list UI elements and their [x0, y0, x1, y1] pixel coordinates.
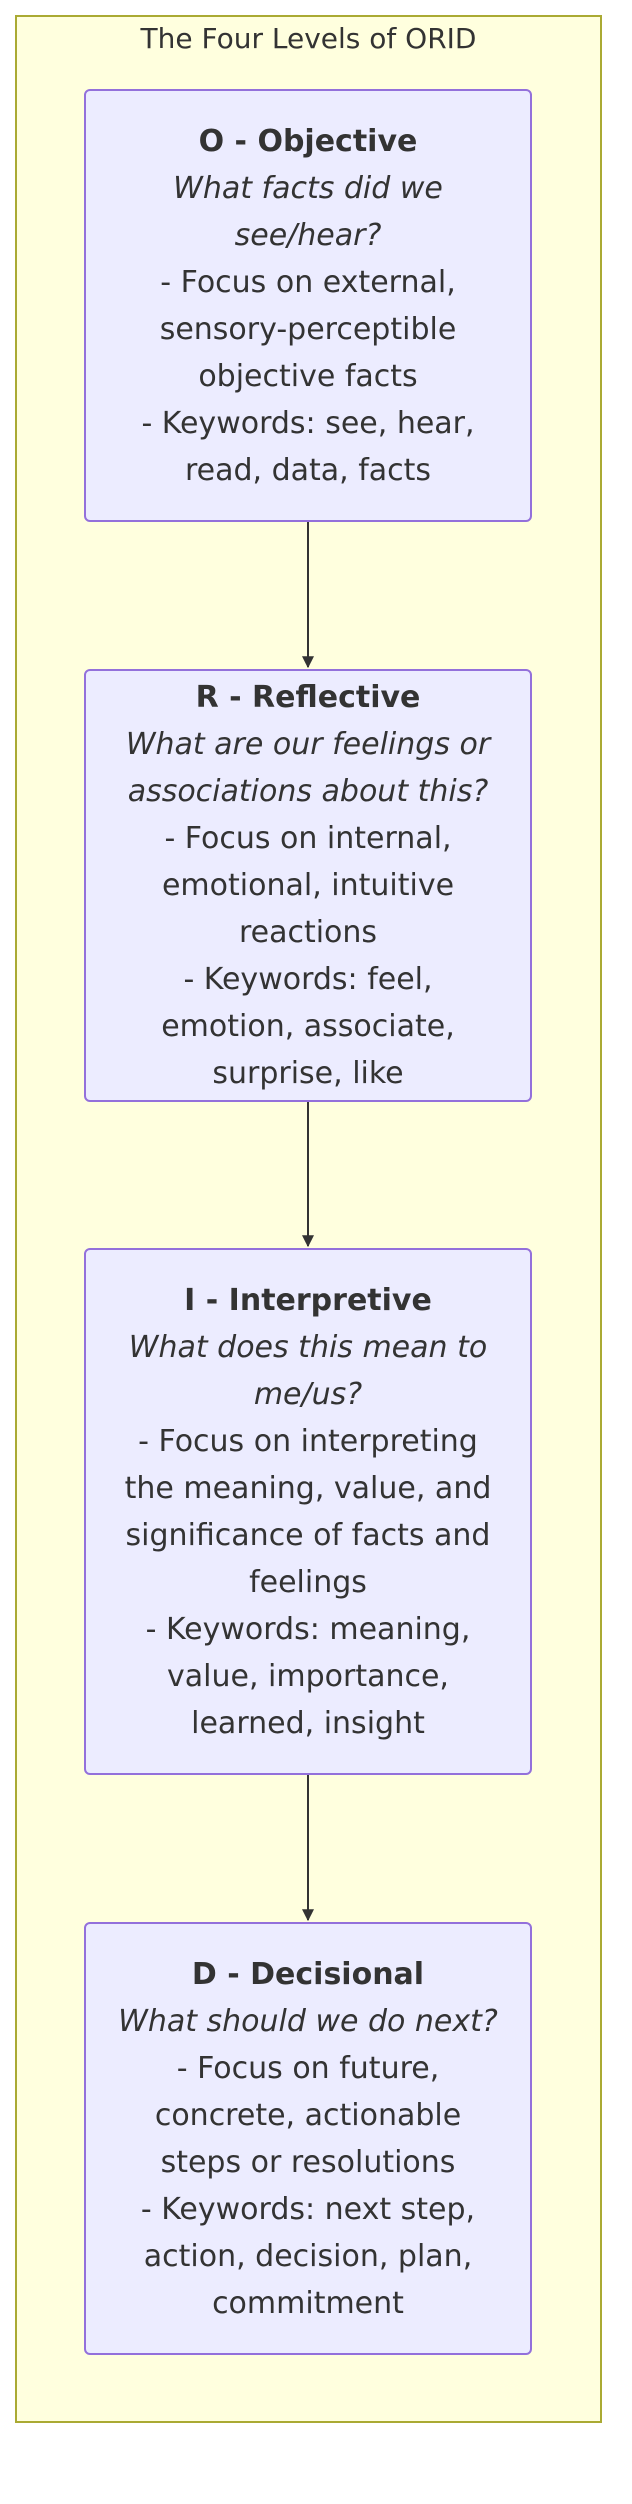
- node-objective: O - Objective What facts did we see/hear…: [84, 89, 532, 522]
- node-decisional-keywords: - Keywords: next step, action, decision,…: [140, 2191, 476, 2321]
- node-reflective: R - Reflective What are our feelings or …: [84, 669, 532, 1102]
- node-objective-title: O - Objective: [198, 123, 418, 159]
- node-interpretive-focus: - Focus on interpreting the meaning, val…: [124, 1423, 492, 1600]
- node-interpretive: I - Interpretive What does this mean to …: [84, 1248, 532, 1775]
- node-objective-question: What facts did we see/hear?: [173, 170, 443, 253]
- node-reflective-keywords: - Keywords: feel, emotion, associate, su…: [161, 962, 455, 1091]
- node-reflective-focus: - Focus on internal, emotional, intuitiv…: [161, 821, 455, 950]
- diagram-title: The Four Levels of ORID Focused Conversa…: [140, 22, 477, 66]
- node-decisional-title: D - Decisional: [191, 1956, 425, 1992]
- node-objective-focus: - Focus on external, sensory-perceptible…: [159, 264, 457, 394]
- node-reflective-title: R - Reflective: [195, 680, 421, 715]
- node-interpretive-question: What does this mean to me/us?: [128, 1329, 488, 1412]
- node-objective-keywords: - Keywords: see, hear, read, data, facts: [141, 405, 475, 488]
- node-reflective-question: What are our feelings or associations ab…: [125, 727, 491, 809]
- node-decisional-question: What should we do next?: [118, 2003, 498, 2039]
- node-decisional-focus: - Focus on future, concrete, actionable …: [154, 2050, 462, 2180]
- node-decisional: D - Decisional What should we do next? -…: [84, 1922, 532, 2355]
- node-interpretive-title: I - Interpretive: [184, 1282, 432, 1318]
- node-interpretive-keywords: - Keywords: meaning, value, importance, …: [145, 1611, 471, 1741]
